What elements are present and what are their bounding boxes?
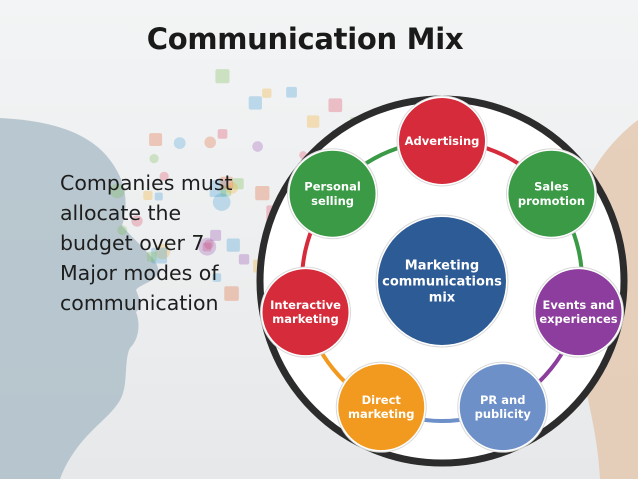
bubble-icon — [220, 185, 232, 197]
node-pr-publicity-label-line: publicity — [475, 407, 532, 421]
node-interactive-marketing-label-line: marketing — [272, 312, 338, 326]
slide-title: Communication Mix — [146, 22, 464, 56]
bubble-icon — [149, 154, 159, 164]
node-events-experiences-label-line: Events and — [543, 298, 615, 312]
node-pr-publicity-label-line: PR and — [480, 393, 525, 407]
center-node-label-line: communications — [382, 275, 502, 290]
node-advertising: Advertising — [396, 95, 488, 187]
node-direct-marketing-disc — [338, 364, 425, 451]
bubble-icon — [143, 190, 153, 200]
slide-body-text: Companies must allocate the budget over … — [60, 171, 233, 315]
bubble-icon — [209, 180, 227, 198]
bubble-icon — [212, 273, 222, 282]
node-events-experiences-disc — [535, 269, 622, 356]
bubble-icon — [255, 185, 270, 201]
bubble-icon — [252, 141, 263, 152]
node-sales-promotion-label-line: promotion — [518, 194, 585, 208]
bubble-icon — [232, 178, 244, 190]
bubble-icon — [204, 136, 216, 149]
node-advertising-disc — [399, 98, 485, 184]
node-pr-publicity-disc — [459, 364, 546, 451]
center-node-label-line: mix — [429, 290, 456, 305]
node-direct-marketing-label-line: marketing — [348, 407, 414, 421]
bubble-icon — [202, 242, 212, 252]
bubble-icon — [117, 225, 128, 236]
bubble-icon — [328, 98, 343, 113]
bubble-icon — [151, 247, 168, 264]
node-interactive-marketing-label-line: Interactive — [270, 298, 341, 312]
bubble-icon — [210, 229, 222, 241]
bubble-icon — [131, 215, 143, 227]
bubble-icon — [198, 237, 217, 256]
node-personal-selling-disc — [289, 150, 376, 237]
bubble-icon — [226, 238, 240, 252]
bubble-icon — [146, 251, 157, 262]
bubble-icon — [248, 96, 262, 110]
left-head-silhouette — [0, 118, 159, 479]
node-personal-selling-label-line: Personal — [304, 180, 361, 194]
bubble-icon — [224, 286, 239, 301]
node-sales-promotion-disc — [508, 150, 595, 237]
bubble-icon — [204, 239, 214, 250]
bubble-icon — [154, 243, 171, 260]
bubble-icon — [306, 115, 320, 128]
bubble-icon — [286, 86, 297, 98]
bubble-icon — [238, 254, 250, 265]
bubble-icon — [149, 133, 163, 147]
bubble-icon — [159, 171, 169, 181]
bubble-icon — [226, 182, 238, 194]
bubble-icon — [215, 69, 230, 84]
node-advertising-label-line: Advertising — [405, 134, 480, 148]
node-sales-promotion-label-line: Sales — [534, 180, 569, 194]
bubble-icon — [217, 129, 228, 139]
center-node-disc — [378, 217, 506, 345]
bubble-icon — [220, 176, 234, 190]
node-events-experiences-label-line: experiences — [539, 312, 617, 326]
node-personal-selling-label-line: selling — [311, 194, 354, 208]
bubble-icon — [262, 88, 272, 98]
node-interactive-marketing-disc — [262, 269, 349, 356]
bubble-icon — [154, 192, 163, 201]
bubble-icon — [173, 137, 186, 149]
bubble-icon — [109, 183, 125, 199]
center-node-label-line: Marketing — [405, 259, 479, 274]
bubble-icon — [212, 193, 231, 211]
node-direct-marketing-label-line: Direct — [362, 393, 402, 407]
